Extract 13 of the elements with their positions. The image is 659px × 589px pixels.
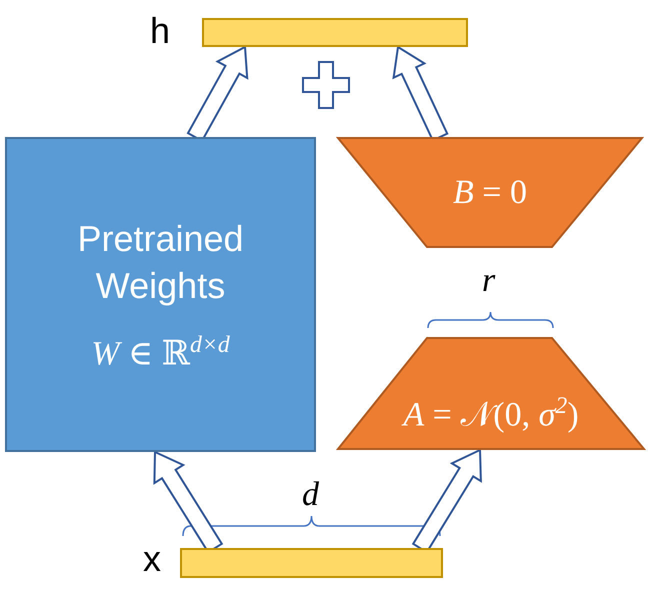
vector-bar: [180, 548, 443, 578]
vector-bar: [202, 18, 468, 47]
dimension-label: d: [302, 476, 319, 514]
vector-label: h: [150, 10, 170, 52]
node-title: Pretrained Weights: [76, 217, 245, 308]
down-projection-trapezoid: [337, 337, 645, 450]
dimension-label: r: [482, 262, 496, 300]
math-formula: A = 𝒩(0, σ$^{2}$): [403, 392, 579, 434]
math-formula: B = 0: [453, 174, 527, 212]
up-projection-trapezoid: [337, 137, 643, 248]
weight-matrix-box: [5, 137, 316, 452]
math-formula: W ∈ ℝ$^{d×d}$: [91, 332, 230, 373]
vector-label: x: [143, 538, 161, 580]
